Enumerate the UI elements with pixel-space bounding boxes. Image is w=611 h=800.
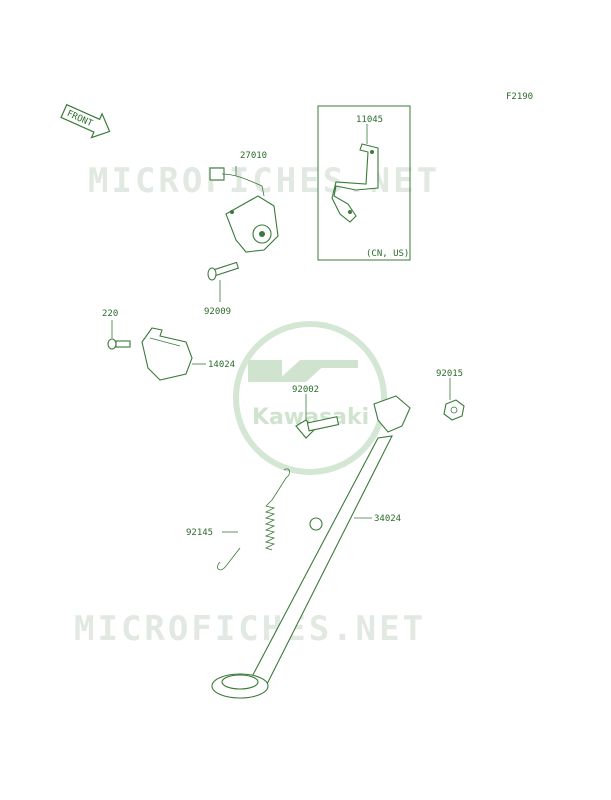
part-label-92015: 92015 bbox=[436, 369, 463, 379]
region-note: (CN, US) bbox=[366, 249, 409, 259]
part-label-92009: 92009 bbox=[204, 307, 231, 317]
part-92009-screw bbox=[207, 261, 240, 281]
region-box bbox=[317, 105, 411, 261]
part-label-34024: 34024 bbox=[374, 514, 401, 524]
part-label-92002: 92002 bbox=[292, 385, 319, 395]
part-label-11045: 11045 bbox=[356, 115, 383, 125]
diagram-code: F2190 bbox=[506, 92, 533, 102]
part-92145-spring bbox=[217, 468, 290, 571]
part-220-screw bbox=[107, 338, 131, 350]
part-11045-bracket bbox=[331, 143, 379, 223]
watermark-top: MICROFICHES.NET bbox=[88, 161, 440, 201]
part-label-92145: 92145 bbox=[186, 528, 213, 538]
kawasaki-logo: Kawasaki bbox=[233, 321, 387, 475]
part-34024-side-stand bbox=[211, 395, 411, 699]
part-27010-switch bbox=[209, 167, 279, 253]
part-label-220: 220 bbox=[102, 309, 118, 319]
part-label-14024: 14024 bbox=[208, 360, 235, 370]
watermark-bottom: MICROFICHES.NET bbox=[74, 609, 426, 649]
part-92015-nut bbox=[443, 399, 465, 421]
part-92002-bolt bbox=[295, 416, 340, 439]
front-arrow-icon: FRONT bbox=[60, 103, 111, 139]
part-14024-cover bbox=[141, 327, 193, 381]
part-label-27010: 27010 bbox=[240, 151, 267, 161]
